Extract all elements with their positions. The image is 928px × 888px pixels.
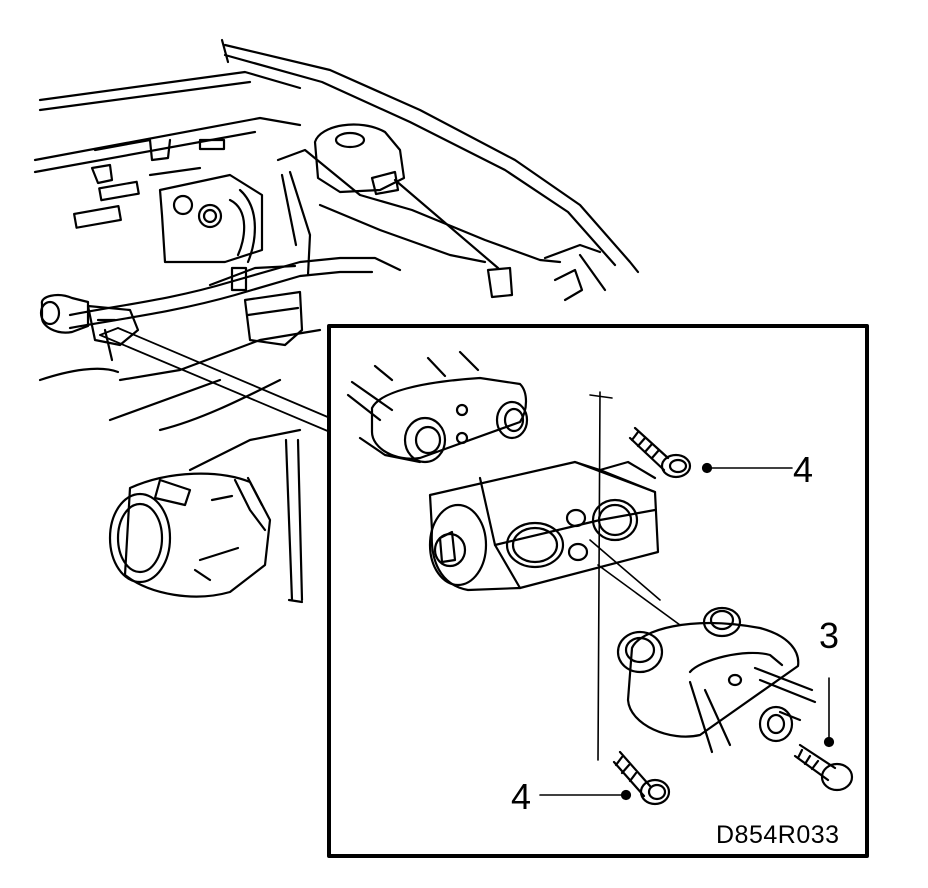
detail-frame (327, 324, 869, 858)
callout-leaders (539, 467, 793, 796)
expansion-valve-block (428, 460, 660, 592)
drawing-code: D854R033 (716, 821, 840, 849)
upper-pipe-flange (346, 350, 529, 464)
engine-bay-view (33, 38, 640, 604)
retaining-bolt (793, 677, 854, 792)
zoom-leader-line (99, 327, 331, 433)
callout-bolt-upper: 4 (793, 449, 814, 490)
lower-pipe-flange (616, 606, 817, 754)
callout-bolt-lower: 4 (511, 776, 532, 817)
callout-retaining-bolt: 3 (819, 615, 840, 656)
mounting-bolts (589, 391, 713, 806)
